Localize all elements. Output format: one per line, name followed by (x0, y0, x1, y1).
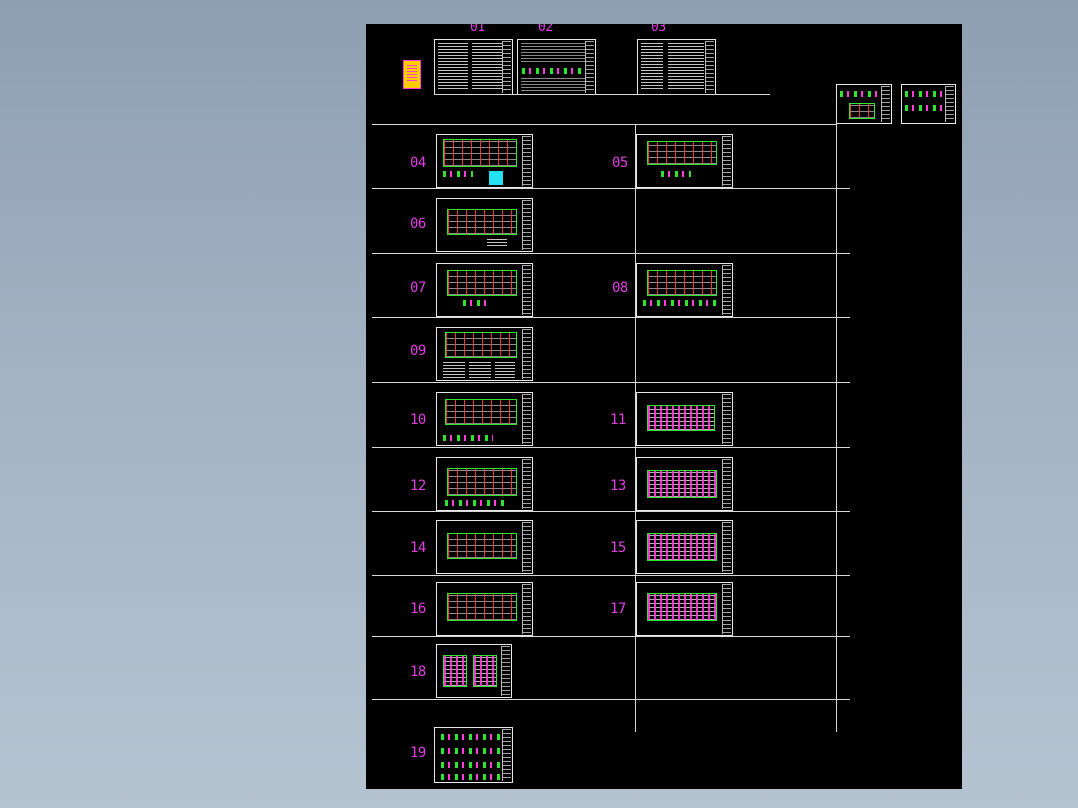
sheet-16[interactable] (436, 582, 533, 636)
cover-sheet-icon[interactable] (403, 60, 421, 89)
sheet-label-18: 18 (410, 664, 426, 680)
sheet-label-19: 19 (410, 745, 426, 761)
sheet-02[interactable] (517, 39, 596, 95)
sheet-04[interactable] (436, 134, 533, 188)
sheet-label-07: 07 (410, 280, 426, 296)
sheet-label-17: 17 (610, 601, 626, 617)
sheet-09[interactable] (436, 327, 533, 381)
sheet-label-04: 04 (410, 155, 426, 171)
sheet-18[interactable] (436, 644, 512, 698)
sheet-05[interactable] (636, 134, 733, 188)
sheet-label-10: 10 (410, 412, 426, 428)
sheet-label-15: 15 (610, 540, 626, 556)
sheet-12[interactable] (436, 457, 533, 511)
sheet-11[interactable] (636, 392, 733, 446)
sheet-label-01: 01 (470, 24, 485, 35)
sheet-label-03: 03 (651, 24, 666, 35)
sheet-detail-a[interactable] (836, 84, 892, 124)
sheet-08[interactable] (636, 263, 733, 317)
sheet-06[interactable] (436, 198, 533, 252)
sheet-label-16: 16 (410, 601, 426, 617)
sheet-01[interactable] (434, 39, 513, 95)
sheet-label-11: 11 (610, 412, 626, 428)
cad-drawing-canvas[interactable]: 01 02 03 04 05 06 (366, 24, 962, 789)
sheet-label-13: 13 (610, 478, 626, 494)
sheet-label-08: 08 (612, 280, 628, 296)
sheet-label-02: 02 (538, 24, 553, 35)
sheet-label-12: 12 (410, 478, 426, 494)
sheet-label-05: 05 (612, 155, 628, 171)
sheet-label-14: 14 (410, 540, 426, 556)
sheet-07[interactable] (436, 263, 533, 317)
sheet-15[interactable] (636, 520, 733, 574)
sheet-label-06: 06 (410, 216, 426, 232)
sheet-14[interactable] (436, 520, 533, 574)
sheet-detail-b[interactable] (901, 84, 956, 124)
sheet-10[interactable] (436, 392, 533, 446)
sheet-03[interactable] (637, 39, 716, 95)
sheet-17[interactable] (636, 582, 733, 636)
sheet-label-09: 09 (410, 343, 426, 359)
sheet-19[interactable] (434, 727, 513, 783)
sheet-13[interactable] (636, 457, 733, 511)
